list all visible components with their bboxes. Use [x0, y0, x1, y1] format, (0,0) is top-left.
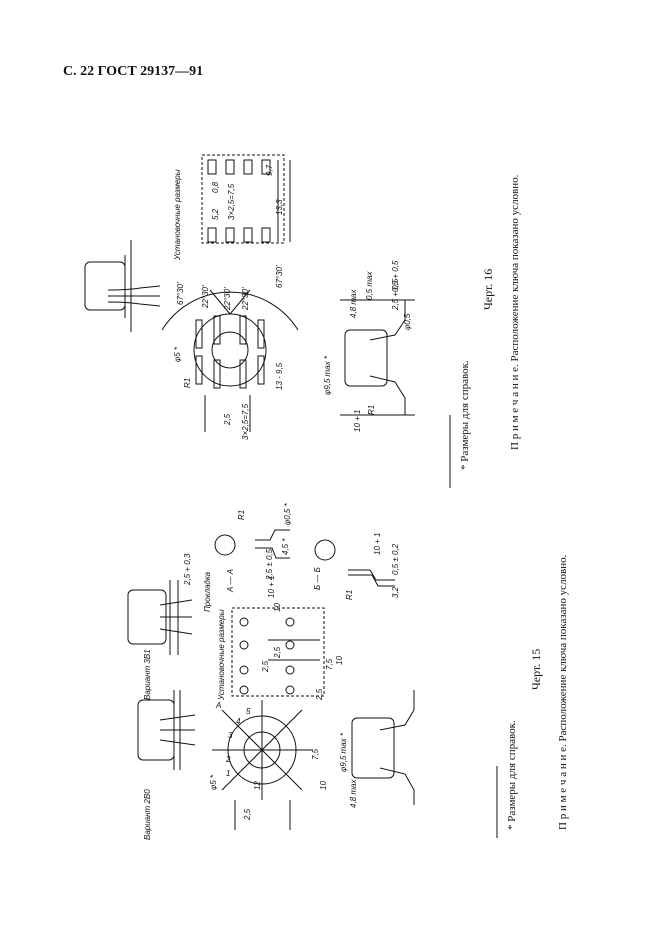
dim-15-4: 2 — [225, 755, 231, 764]
dim-15-7: 5 — [246, 707, 251, 716]
note-16: П р и м е ч а н и е. Расположение ключа … — [509, 174, 521, 450]
dim-15-12: 2,5 — [261, 660, 270, 673]
page-header: С. 22 ГОСТ 29137—91 — [63, 64, 204, 79]
dim-16-5: 67°30' — [176, 282, 185, 305]
note-15: П р и м е ч а н и е. Расположение ключа … — [557, 554, 569, 830]
dim-15-2: φ5 * — [209, 774, 218, 790]
dim-15-16: 2,5 — [273, 646, 282, 659]
section-aa-label: А — А — [226, 569, 235, 593]
dim-15-19: 4,5 * — [281, 538, 290, 555]
gasket-label: Прокладка — [203, 571, 212, 612]
section-aa — [214, 529, 290, 559]
dim-16-18: 2,5 + 0,5 — [391, 278, 400, 311]
install-pad-layout-16 — [201, 154, 291, 244]
dim-16-13: 2,5 — [223, 413, 232, 426]
figure-15 — [127, 529, 498, 838]
dim-15-6: 4 — [236, 717, 241, 726]
footnote-16: * Размеры для справок. — [459, 360, 471, 470]
dim-15-8: 7,5 — [311, 748, 320, 760]
dim-16-10: φ5 * — [173, 346, 182, 362]
dim-16-15: φ9,5 max * — [323, 355, 332, 395]
dim-15-18: R1 — [237, 510, 246, 520]
dim-16-1: 5,2 — [211, 208, 220, 220]
dim-15-3: 1 — [226, 769, 230, 778]
dim-15-0: 2,5 — [243, 808, 252, 821]
package-top-view-16 — [161, 289, 299, 432]
install-label-15: Установочные размеры — [217, 609, 226, 701]
footnote-15: * Размеры для справок. — [506, 720, 518, 830]
dim-16-22: 0,5 max — [365, 271, 374, 300]
package-side-view-lower-15 — [351, 690, 415, 805]
dim-15-27: 2,5 + 0,3 — [183, 553, 192, 586]
package-side-view-lower-16 — [340, 299, 415, 416]
dim-16-16: R1 — [367, 405, 376, 415]
dim-16-11: R1 — [183, 378, 192, 388]
dim-15-13: 7,5 — [325, 658, 334, 670]
dim-16-7: 22°30' — [201, 285, 210, 309]
dim-15-25: 0,5 ± 0,2 — [391, 543, 400, 575]
dim-16-20: 0,5 + 0,5 — [391, 260, 400, 292]
dim-16-8: 22°30' — [223, 287, 232, 311]
dim-16-14: 3×2,5=7,5 — [241, 403, 250, 440]
dim-15-11: 4,8 max — [349, 779, 358, 808]
dim-15-24: 10 + 1 — [373, 533, 382, 555]
package-side-view-16 — [84, 240, 161, 332]
dim-15-23: R1 — [345, 590, 354, 600]
dim-15-1: 12 — [253, 781, 262, 790]
variant-2b0-side-view — [137, 690, 196, 770]
dim-15-17: 10 — [273, 603, 282, 612]
dim-16-12: 13 - 9,5 — [275, 362, 284, 390]
dim-16-17: 10 + 1 — [353, 410, 362, 432]
caption-15: Черт. 15 — [529, 649, 543, 690]
dim-16-9: 22°30' — [241, 287, 250, 311]
dim-16-0: 0,8 — [211, 181, 220, 193]
section-bb-label: Б — Б — [313, 567, 322, 590]
install-hole-layout-15 — [231, 607, 325, 697]
figure-16 — [84, 154, 451, 488]
dim-15-22: 2,5 ± 0,5 — [265, 548, 274, 581]
dim-16-4: 9,7 — [265, 164, 274, 176]
variant-3b1-label: Вариант 3В1 — [143, 649, 152, 700]
dim-15-26: 3,2 — [391, 586, 400, 598]
dim-15-21: 10 + 1 — [267, 576, 276, 598]
section-bb — [314, 539, 395, 587]
dim-16-6: 67°30' — [275, 265, 284, 288]
dim-15-10: φ9,5 max * — [339, 732, 348, 772]
dim-15-15: 2,5 — [315, 688, 324, 701]
dim-15-14: 10 — [335, 656, 344, 665]
dim-16-21: 4,8 max — [349, 289, 358, 318]
dim-15-20: φ0,5 * — [283, 502, 292, 525]
package-top-view-15 — [212, 700, 312, 830]
dim-15-5: 3 — [228, 731, 233, 740]
dim-16-3: 13,3 — [275, 199, 284, 215]
dim-16-19: φ0,5 — [403, 313, 412, 330]
dim-16-2: 3×2,5=7,5 — [227, 183, 236, 220]
variant-2b0-label: Вариант 2В0 — [143, 789, 152, 840]
section-mark: А — [215, 701, 221, 710]
variant-3b1-side-view — [127, 580, 193, 655]
caption-16: Черт. 16 — [481, 269, 495, 310]
dim-15-9: 10 — [319, 781, 328, 790]
install-label-16: Установочные размеры — [173, 169, 182, 261]
